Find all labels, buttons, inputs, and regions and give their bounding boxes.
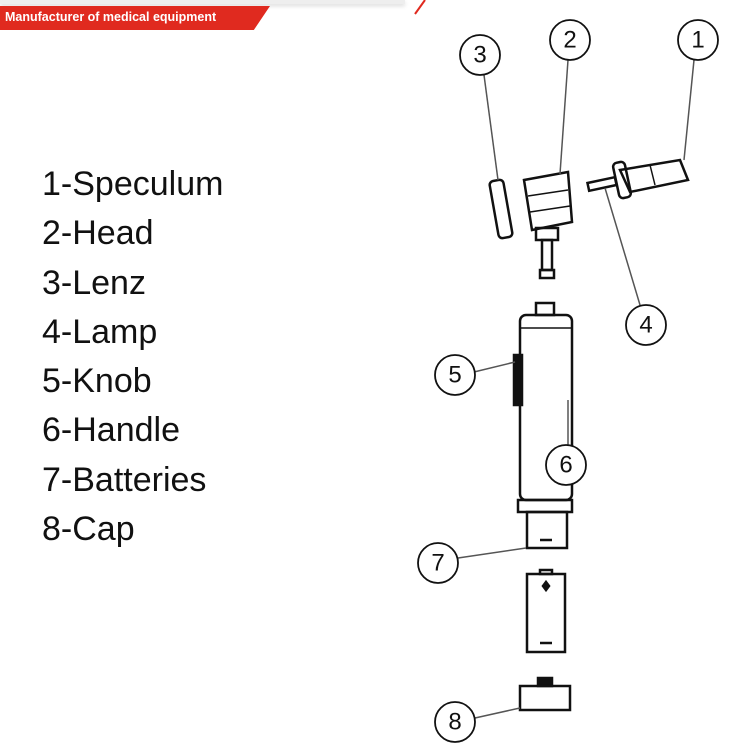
head xyxy=(522,170,574,280)
banner-text: Manufacturer of medical equipment xyxy=(5,10,217,24)
legend-item: 3-Lenz xyxy=(42,263,146,302)
brand-banner: Manufacturer of medical equipment xyxy=(0,6,270,30)
legend-item: 5-Knob xyxy=(42,362,152,401)
parts-legend: 1-Speculum 2-Head 3-Lenz 4-Lamp 5-Knob 6… xyxy=(42,160,223,554)
end-cap xyxy=(518,676,572,712)
callout-number: 4 xyxy=(639,312,652,339)
handle xyxy=(512,301,574,550)
battery xyxy=(525,568,567,654)
callouts xyxy=(417,19,719,743)
callout-circle xyxy=(434,354,476,396)
legend-item: 6-Handle xyxy=(42,411,180,450)
callout-circle xyxy=(625,304,667,346)
callout-number: 7 xyxy=(431,550,444,577)
callout-circle xyxy=(434,701,476,743)
lens xyxy=(488,178,514,240)
callout-circle xyxy=(459,34,501,76)
callout-number: 2 xyxy=(563,27,576,54)
legend-item: 8-Cap xyxy=(42,510,135,549)
callout-circle xyxy=(417,542,459,584)
legend-item: 2-Head xyxy=(42,214,154,253)
top-bar xyxy=(0,0,405,4)
callout-circle xyxy=(677,19,719,61)
leader-lines xyxy=(457,59,695,719)
speculum xyxy=(611,158,690,200)
callout-number: 3 xyxy=(473,42,486,69)
legend-item: 7-Batteries xyxy=(42,460,207,499)
callout-circle xyxy=(549,19,591,61)
legend-item: 4-Lamp xyxy=(42,312,158,351)
callout-number: 6 xyxy=(559,452,572,479)
callout-number: 8 xyxy=(448,709,461,736)
legend-item: 1-Speculum xyxy=(42,165,224,203)
callout-circle xyxy=(545,444,587,486)
callout-number: 1 xyxy=(691,27,704,54)
lamp xyxy=(585,175,619,193)
callout-number: 5 xyxy=(448,362,461,389)
